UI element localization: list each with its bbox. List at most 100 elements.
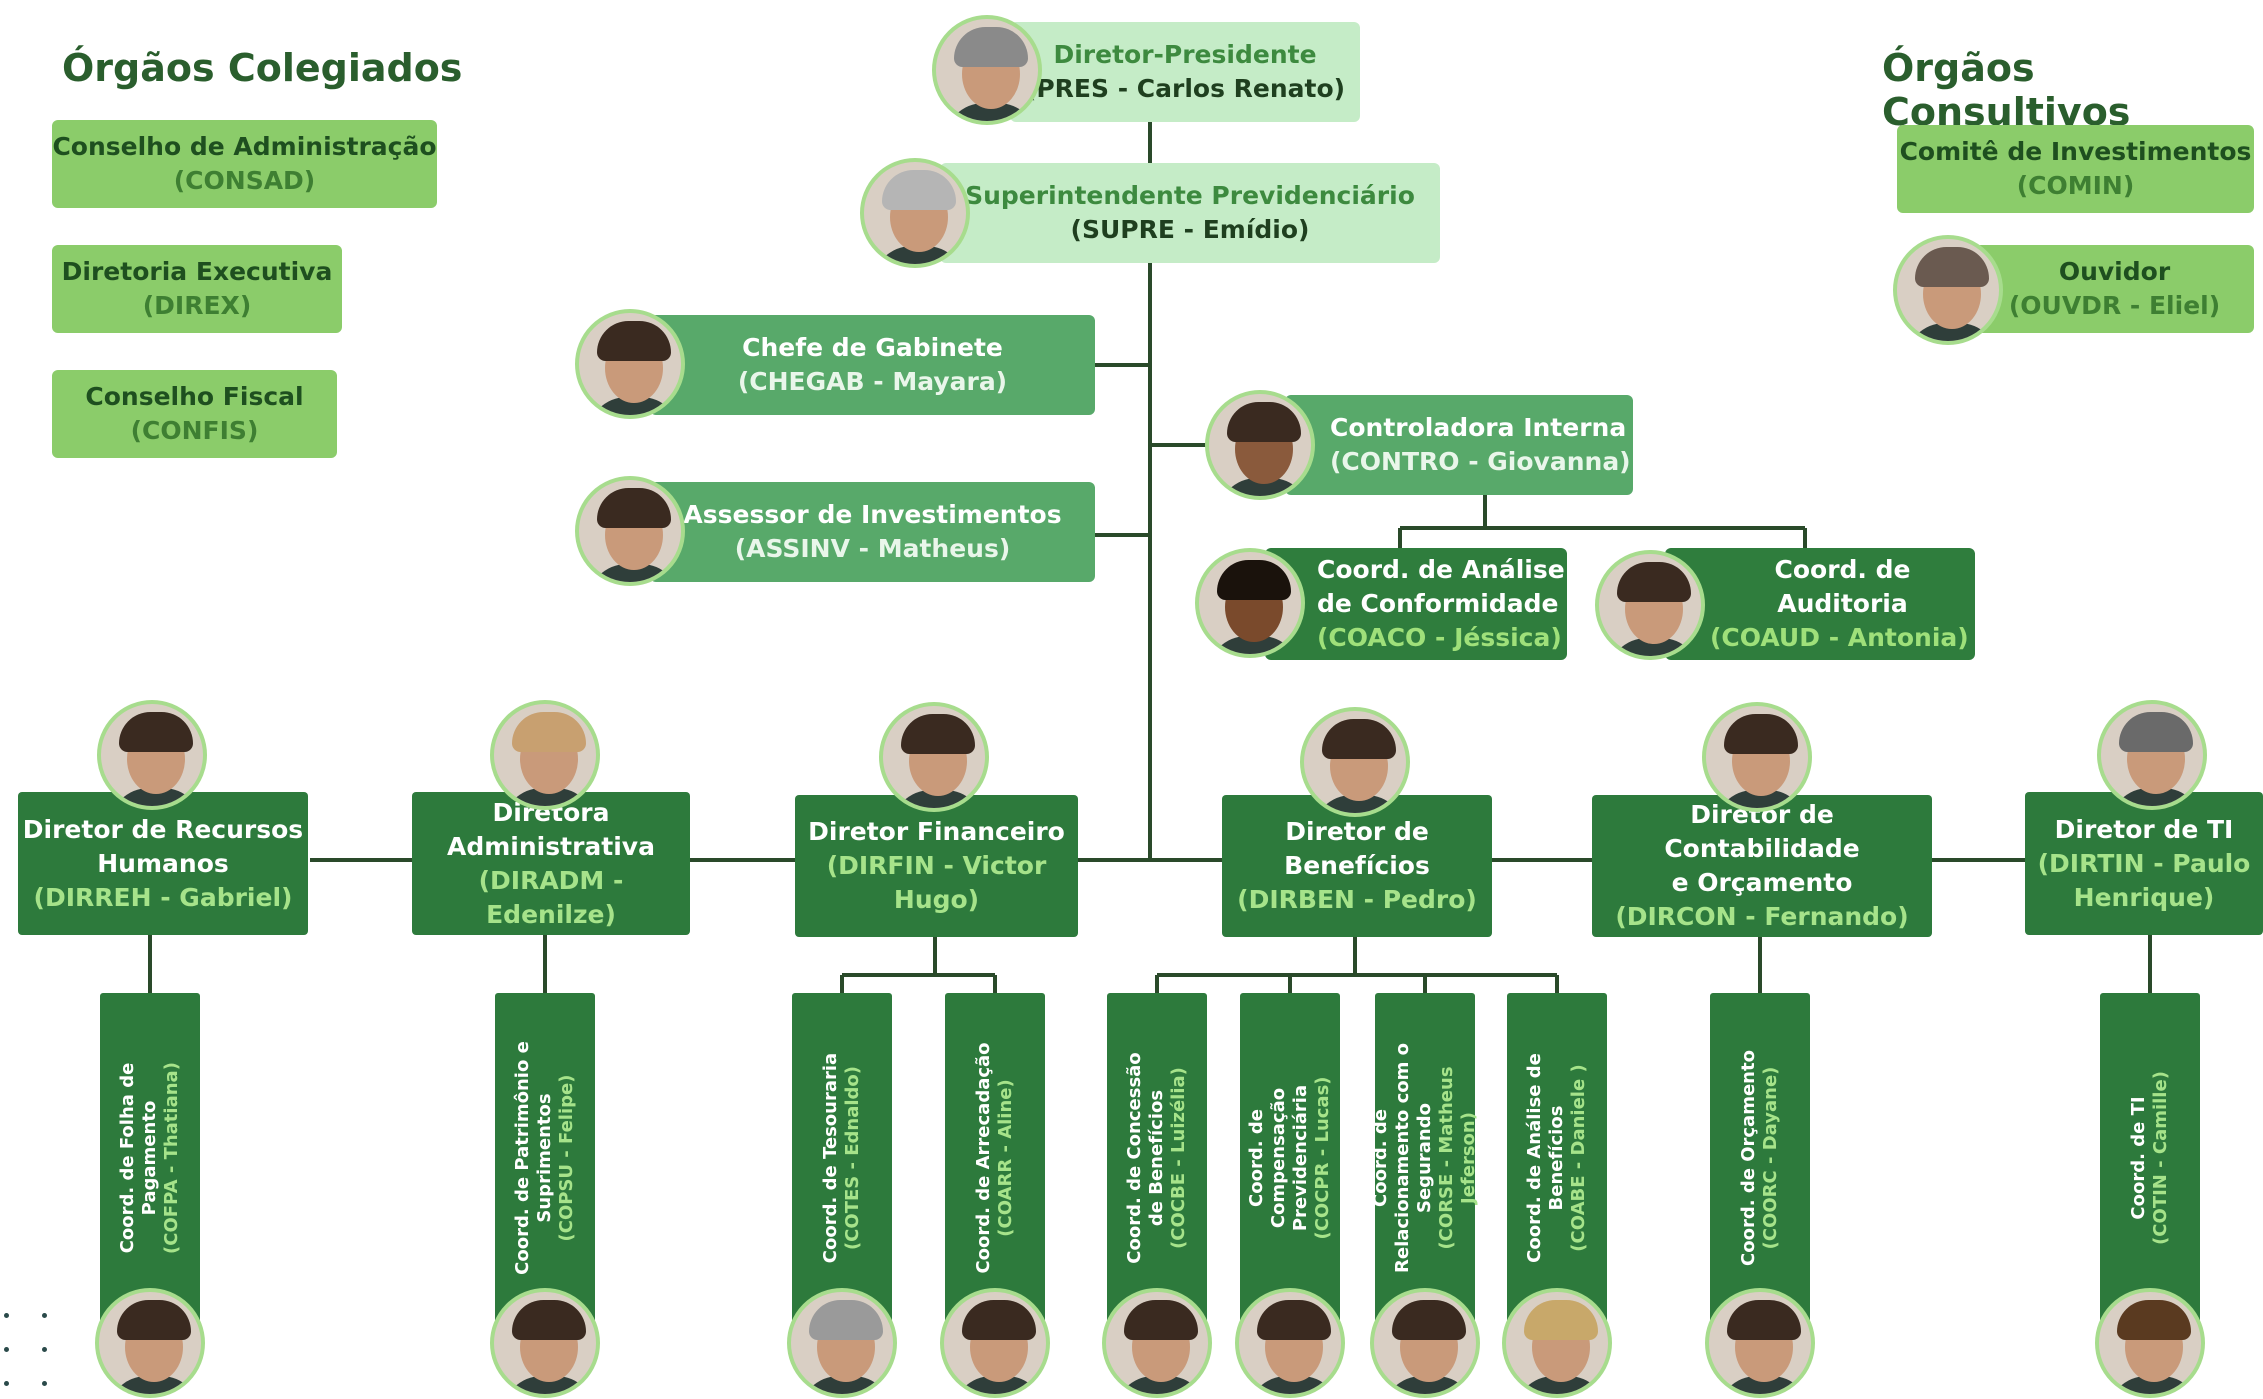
- diradm-acronym: (DIRADM - Edenilze): [478, 865, 624, 929]
- consultivos-heading: Órgãos Consultivos: [1882, 46, 2131, 134]
- coabe-photo: [1502, 1288, 1612, 1398]
- assinv-photo: [575, 476, 685, 586]
- cocbe-acronym: (COCBE - Luizélia): [1168, 1067, 1189, 1249]
- copsu-title: Coord. de Patrimônio e Suprimentos: [512, 1041, 555, 1275]
- cotes-acronym: (COTES - Ednaldo): [842, 1065, 863, 1251]
- chegab-box: Chefe de Gabinete (CHEGAB - Mayara): [650, 315, 1095, 415]
- contro-title: Controladora Interna: [1330, 413, 1627, 442]
- cofpa-title: Coord. de Folha de Pagamento: [117, 1062, 160, 1254]
- ouvidor-name: Ouvidor: [2058, 257, 2171, 286]
- dirreh-line2: Humanos: [97, 848, 229, 878]
- ouvidor-photo: [1893, 235, 2003, 345]
- superintendent-photo: [860, 158, 970, 268]
- superintendent-box: Superintendente Previdenciário (SUPRE - …: [940, 163, 1440, 263]
- dirben-line1: Diretor de: [1285, 817, 1429, 846]
- coarr-photo: [940, 1288, 1050, 1398]
- dirreh-acronym: (DIRREH - Gabriel): [33, 882, 293, 912]
- confis-box: Conselho Fiscal (CONFIS): [52, 370, 337, 458]
- coabe-title: Coord. de Análise de Benefícios: [1524, 1053, 1567, 1263]
- dirfin-line3: Hugo): [893, 885, 980, 914]
- coaud-photo: [1595, 550, 1705, 660]
- direx-box: Diretoria Executiva (DIREX): [52, 245, 342, 333]
- president-box: Diretor-Presidente (PRES - Carlos Renato…: [1010, 22, 1360, 122]
- dirfin-photo: [879, 702, 989, 812]
- diradm-photo: [490, 700, 600, 810]
- dircon-box: Diretor de Contabilidade e Orçamento (DI…: [1592, 795, 1932, 937]
- contro-photo: [1205, 390, 1315, 500]
- dirben-photo: [1300, 707, 1410, 817]
- ouvidor-acronym: (OUVDR - Eliel): [2008, 291, 2221, 320]
- confis-acronym: (CONFIS): [130, 416, 259, 445]
- cotes-box: Coord. de Tesouraria(COTES - Ednaldo): [792, 993, 892, 1323]
- corse-title: Coord. de Relacionamento com o Segurando: [1370, 1043, 1435, 1273]
- president-title: Diretor-Presidente: [1053, 40, 1317, 69]
- coaco-photo: [1195, 548, 1305, 658]
- copsu-photo: [490, 1288, 600, 1398]
- coorc-photo: [1705, 1288, 1815, 1398]
- comin-name: Comitê de Investimentos: [1899, 137, 2252, 166]
- cocpr-title: Coord. de Compensação Previdenciária: [1246, 1084, 1311, 1232]
- cotin-box: Coord. de TI(COTIN - Camille): [2100, 993, 2200, 1323]
- dircon-line2: e Orçamento: [1671, 868, 1853, 897]
- comin-acronym: (COMIN): [2016, 171, 2135, 200]
- cofpa-photo: [95, 1288, 205, 1398]
- cotin-photo: [2095, 1288, 2205, 1398]
- coorc-title: Coord. de Orçamento: [1738, 1050, 1759, 1266]
- dirfin-line2: (DIRFIN - Victor: [826, 851, 1047, 880]
- chegab-sub: (CHEGAB - Mayara): [737, 367, 1008, 396]
- dirfin-line1: Diretor Financeiro: [808, 817, 1065, 846]
- colegiados-heading: Órgãos Colegiados: [62, 46, 463, 90]
- diradm-box: Diretora Administrativa (DIRADM - Edenil…: [412, 792, 690, 935]
- coaco-sub: (COACO - Jéssica): [1317, 623, 1562, 652]
- coabe-acronym: (COABE - Daniele ): [1568, 1064, 1589, 1252]
- dircon-acronym: (DIRCON - Fernando): [1615, 902, 1909, 931]
- superintendent-sub: (SUPRE - Emídio): [1070, 215, 1310, 244]
- coarr-box: Coord. de Arrecadação(COARR - Aline): [945, 993, 1045, 1323]
- ouvidor-box: Ouvidor (OUVDR - Eliel): [1975, 245, 2254, 333]
- coaud-sub: (COAUD - Antonia): [1710, 623, 1969, 652]
- assinv-box: Assessor de Investimentos (ASSINV - Math…: [650, 482, 1095, 582]
- dirben-acronym: (DIRBEN - Pedro): [1237, 885, 1477, 914]
- contro-sub: (CONTRO - Giovanna): [1330, 447, 1631, 476]
- copsu-box: Coord. de Patrimônio e Suprimentos(COPSU…: [495, 993, 595, 1323]
- cofpa-acronym: (COFPA - Thatiana): [161, 1062, 182, 1254]
- cocbe-title: Coord. de Concessão de Benefícios: [1124, 1052, 1167, 1264]
- diradm-line2: Administrativa: [447, 831, 655, 861]
- comin-box: Comitê de Investimentos (COMIN): [1897, 125, 2254, 213]
- dirtin-line1: Diretor de TI: [2054, 814, 2234, 844]
- cotin-title: Coord. de TI: [2128, 1096, 2149, 1220]
- coaco-box: Coord. de Análise de Conformidade (COACO…: [1265, 548, 1567, 660]
- assinv-sub: (ASSINV - Matheus): [734, 534, 1011, 563]
- coarr-title: Coord. de Arrecadação: [973, 1042, 994, 1274]
- coaco-title-2: de Conformidade: [1317, 589, 1559, 618]
- dirtin-photo: [2097, 700, 2207, 810]
- contro-box: Controladora Interna (CONTRO - Giovanna): [1285, 395, 1633, 495]
- dirreh-photo: [97, 700, 207, 810]
- cocpr-acronym: (COCPR - Lucas): [1312, 1076, 1333, 1240]
- dirben-line2: Benefícios: [1284, 851, 1430, 880]
- coorc-acronym: (COORC - Dayane): [1760, 1066, 1781, 1250]
- corse-box: Coord. de Relacionamento com o Segurando…: [1370, 993, 1479, 1323]
- dirreh-box: Diretor de Recursos Humanos (DIRREH - Ga…: [18, 792, 308, 935]
- coaud-box: Coord. de Auditoria (COAUD - Antonia): [1665, 548, 1975, 660]
- coaco-title-1: Coord. de Análise: [1317, 555, 1565, 584]
- dirben-box: Diretor de Benefícios (DIRBEN - Pedro): [1222, 795, 1492, 937]
- dirtin-line2: (DIRTIN - Paulo: [2037, 848, 2251, 878]
- direx-acronym: (DIREX): [142, 291, 252, 320]
- cotes-title: Coord. de Tesouraria: [820, 1052, 841, 1264]
- consad-name: Conselho de Administração: [52, 132, 437, 161]
- dirtin-box: Diretor de TI (DIRTIN - Paulo Henrique): [2025, 792, 2263, 935]
- copsu-acronym: (COPSU - Felipe): [556, 1074, 577, 1242]
- coorc-box: Coord. de Orçamento(COORC - Dayane): [1710, 993, 1810, 1323]
- cofpa-box: Coord. de Folha de Pagamento(COFPA - Tha…: [100, 993, 200, 1323]
- consad-acronym: (CONSAD): [173, 166, 316, 195]
- dirreh-line1: Diretor de Recursos: [22, 814, 304, 844]
- cotes-photo: [787, 1288, 897, 1398]
- superintendent-title: Superintendente Previdenciário: [965, 181, 1415, 210]
- assinv-title: Assessor de Investimentos: [683, 500, 1062, 529]
- cotin-acronym: (COTIN - Camille): [2150, 1071, 2171, 1245]
- cocbe-photo: [1102, 1288, 1212, 1398]
- chegab-title: Chefe de Gabinete: [742, 333, 1003, 362]
- chegab-photo: [575, 309, 685, 419]
- coabe-box: Coord. de Análise de Benefícios(COABE - …: [1507, 993, 1607, 1323]
